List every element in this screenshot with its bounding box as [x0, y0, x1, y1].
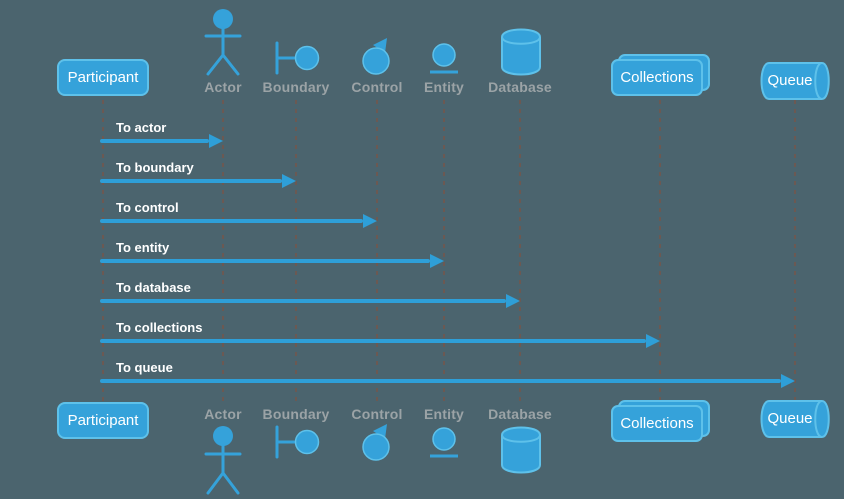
message-arrowhead: [506, 294, 520, 308]
lifeline-collections: [659, 100, 661, 401]
entity-label-bottom: Entity: [423, 406, 465, 422]
message-label: To boundary: [116, 160, 194, 175]
collections-label: Collections: [620, 415, 694, 432]
message-arrowhead: [646, 334, 660, 348]
lifeline-control: [376, 100, 378, 401]
message-arrow-line: [100, 379, 781, 383]
boundary-label-bottom: Boundary: [262, 406, 330, 422]
queue-label-bottom: Queue: [767, 409, 813, 427]
message-label: To control: [116, 200, 179, 215]
database-label-top: Database: [488, 79, 552, 95]
message-arrowhead: [781, 374, 795, 388]
message-arrowhead: [282, 174, 296, 188]
participant-label: Participant: [67, 412, 139, 429]
lifeline-boundary: [295, 100, 297, 401]
lifeline-entity: [443, 100, 445, 401]
control-icon: [362, 424, 390, 461]
message-arrow-line: [100, 339, 646, 343]
queue-icon: [760, 62, 830, 100]
actor-icon: [204, 9, 242, 76]
database-icon: [501, 426, 541, 474]
lifeline-database: [519, 100, 521, 401]
entity-label-top: Entity: [423, 79, 465, 95]
actor-icon: [204, 426, 242, 495]
boundary-label-top: Boundary: [262, 79, 330, 95]
control-label-bottom: Control: [351, 406, 403, 422]
collections-box-top: Collections: [611, 54, 712, 97]
message-label: To actor: [116, 120, 167, 135]
message-arrow-line: [100, 179, 282, 183]
actor-label-bottom: Actor: [204, 406, 242, 422]
collections-front-box: Collections: [611, 59, 703, 96]
message-label: To queue: [116, 360, 173, 375]
collections-label: Collections: [620, 69, 694, 86]
lifeline-queue: [794, 100, 796, 401]
control-label-top: Control: [351, 79, 403, 95]
message-arrowhead: [430, 254, 444, 268]
entity-icon: [430, 427, 458, 458]
participant-box-bottom: Participant: [57, 402, 149, 439]
collections-front-box: Collections: [611, 405, 703, 442]
participant-box-top: Participant: [57, 59, 149, 96]
lifeline-actor: [222, 100, 224, 401]
collections-box-bottom: Collections: [611, 400, 712, 443]
boundary-icon: [275, 425, 320, 459]
entity-icon: [430, 43, 458, 74]
message-label: To database: [116, 280, 191, 295]
message-arrowhead: [209, 134, 223, 148]
control-icon: [362, 38, 390, 75]
lifeline-participant: [102, 100, 104, 401]
message-arrow-line: [100, 219, 363, 223]
message-arrow-line: [100, 299, 506, 303]
message-arrow-line: [100, 139, 209, 143]
queue-icon: [760, 400, 830, 438]
actor-label-top: Actor: [204, 79, 242, 95]
message-arrow-line: [100, 259, 430, 263]
database-label-bottom: Database: [488, 406, 552, 422]
boundary-icon: [275, 41, 320, 75]
participant-label: Participant: [67, 69, 139, 86]
queue-label-top: Queue: [767, 71, 813, 89]
message-arrowhead: [363, 214, 377, 228]
database-icon: [501, 28, 541, 76]
message-label: To collections: [116, 320, 203, 335]
message-label: To entity: [116, 240, 170, 255]
